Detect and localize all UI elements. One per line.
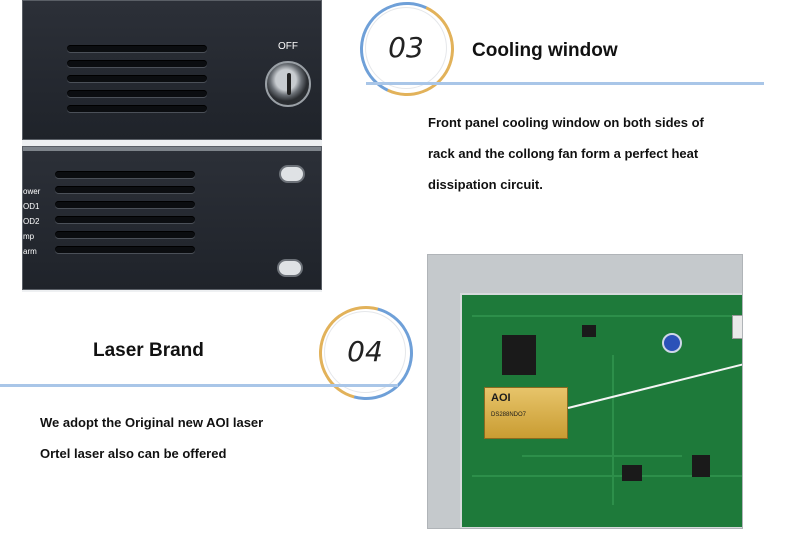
section-number-badge-04: 04 [301, 288, 431, 418]
key-switch-icon [265, 61, 311, 107]
section-divider [0, 384, 398, 387]
section-number-03: 03 [388, 31, 424, 64]
cooling-vents-top [67, 45, 207, 120]
mounting-hole-icon [279, 165, 305, 183]
description-line: We adopt the Original new AOI laser [40, 415, 264, 430]
led-label-temp: mp [23, 232, 35, 241]
laser-brand-title: Laser Brand [93, 340, 204, 361]
section-divider [366, 82, 764, 85]
led-label-alarm: arm [23, 247, 37, 256]
ic-chip [502, 335, 536, 375]
ic-chip [582, 325, 596, 337]
off-label: OFF [278, 41, 298, 52]
rack-unit-top: OFF [22, 0, 322, 140]
led-label-od2: OD2 [23, 217, 40, 226]
optical-fiber [567, 356, 742, 409]
led-label-power: ower [23, 187, 41, 196]
description-line: Ortel laser also can be offered [40, 446, 227, 461]
description-line: dissipation circuit. [428, 177, 543, 192]
connector-icon [732, 315, 742, 339]
description-line: Front panel cooling window on both sides… [428, 115, 704, 130]
section-number-badge-03: 03 [346, 0, 468, 110]
cooling-vents-bottom [55, 171, 195, 261]
aoi-laser-module: AOI DS288NDO7 [484, 387, 568, 439]
laser-brand-description: We adopt the Original new AOI laser Orte… [40, 407, 380, 469]
laser-pcb-photo: AOI DS288NDO7 [427, 254, 743, 529]
laser-brand-mark: AOI [491, 392, 511, 404]
mounting-hole-icon [277, 259, 303, 277]
section-number-04: 04 [347, 335, 383, 368]
cooling-window-title: Cooling window [472, 40, 618, 61]
rack-unit-bottom: ower OD1 OD2 mp arm [22, 146, 322, 290]
ic-chip [692, 455, 710, 477]
pcb-board: AOI DS288NDO7 [460, 293, 742, 528]
potentiometer-icon [662, 333, 682, 353]
laser-model-label: DS288NDO7 [491, 412, 527, 418]
description-line: rack and the collong fan form a perfect … [428, 146, 699, 161]
rack-front-panel-photo: OFF ower OD1 OD2 mp arm [22, 0, 322, 292]
cooling-window-description: Front panel cooling window on both sides… [428, 107, 788, 200]
led-label-od1: OD1 [23, 202, 40, 211]
ic-chip [622, 465, 642, 481]
